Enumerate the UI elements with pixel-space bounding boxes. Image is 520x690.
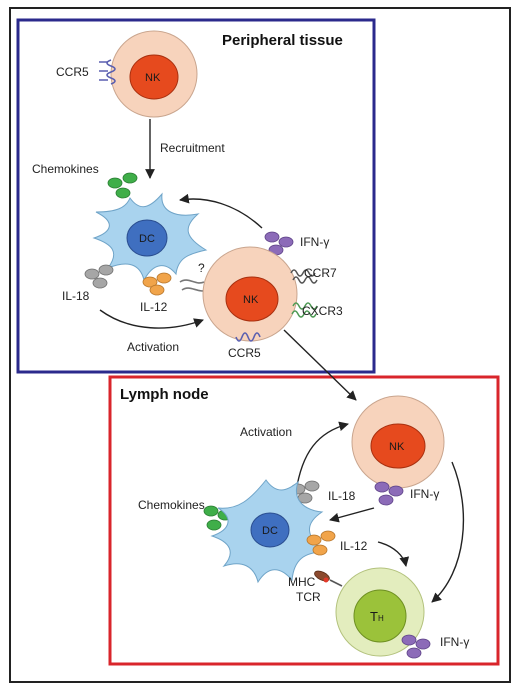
lymph-node-title: Lymph node — [120, 386, 209, 403]
ifn-gamma-particles-top — [264, 231, 294, 256]
il12-particles-top — [142, 272, 172, 296]
th-main-letter: T — [370, 609, 378, 624]
activation-label-bottom: Activation — [240, 425, 292, 439]
nk-label-top: NK — [145, 72, 161, 84]
il12-to-th-arrow — [377, 541, 410, 567]
activation-arrow-bottom — [295, 421, 349, 493]
nk-to-th-arrow — [431, 461, 465, 603]
dc-label-top: DC — [139, 233, 155, 245]
chemokine-particles-top — [107, 172, 138, 199]
chemokines-label-bottom: Chemokines — [138, 498, 205, 512]
nk-cell-lymph: NK — [351, 395, 445, 489]
nk-cell-top: NK — [110, 30, 198, 118]
il12-label-top: IL-12 — [140, 300, 168, 314]
th-subscript: H — [378, 614, 384, 623]
dendritic-cell-bottom: DC — [210, 479, 326, 584]
ifn-feedback-arrow-top — [179, 193, 263, 229]
ccr5-label-bottom: CCR5 — [228, 346, 261, 360]
il18-particles-top — [84, 264, 114, 289]
th-label: TH — [370, 609, 384, 624]
peripheral-tissue-panel — [16, 18, 376, 374]
question-mark: ? — [198, 261, 205, 275]
tcr-label: TCR — [296, 590, 321, 604]
dc-label-bottom: DC — [262, 525, 278, 537]
dendritic-cell-top: DC — [92, 192, 208, 282]
il18-label-bottom: IL-18 — [328, 489, 356, 503]
ifn-to-dc-arrow — [329, 507, 375, 523]
ifn-gamma-label-top: IFN-γ — [300, 235, 329, 249]
cxcr3-label: CXCR3 — [302, 304, 343, 318]
chemokine-particles-bottom — [203, 505, 233, 531]
ifn-gamma-particles-bottom — [401, 634, 431, 659]
ccr5-label-top: CCR5 — [56, 65, 89, 79]
nk-label-activated: NK — [243, 294, 259, 306]
il12-label-bottom: IL-12 — [340, 539, 368, 553]
nk-cell-activated: NK — [202, 246, 298, 342]
mhc-tcr-contact — [314, 570, 343, 587]
ccr5-receptor-top — [99, 59, 116, 85]
migration-arrow — [283, 329, 357, 401]
ifn-gamma-label-mid: IFN-γ — [410, 487, 439, 501]
activation-label-top: Activation — [127, 340, 179, 354]
ifn-gamma-label-bottom: IFN-γ — [440, 635, 469, 649]
outer-frame — [9, 7, 511, 683]
peripheral-tissue-title: Peripheral tissue — [222, 32, 343, 49]
cxcr3-receptor — [291, 302, 318, 318]
mhc-label: MHC — [288, 575, 316, 589]
ccr7-label: CCR7 — [304, 266, 337, 280]
activation-arrow-top — [99, 309, 204, 329]
chemokines-label-top: Chemokines — [32, 162, 99, 176]
ccr5-receptor-bottom — [235, 332, 261, 342]
il12-particles-bottom — [306, 530, 336, 556]
ifn-gamma-particles-mid — [374, 481, 404, 506]
t-helper-cell: TH — [335, 567, 425, 657]
ccr7-receptor — [290, 269, 318, 284]
nk-label-lymph: NK — [389, 441, 405, 453]
il18-label-top: IL-18 — [62, 289, 90, 303]
recruitment-label: Recruitment — [160, 141, 225, 155]
lymph-node-panel — [108, 375, 500, 666]
